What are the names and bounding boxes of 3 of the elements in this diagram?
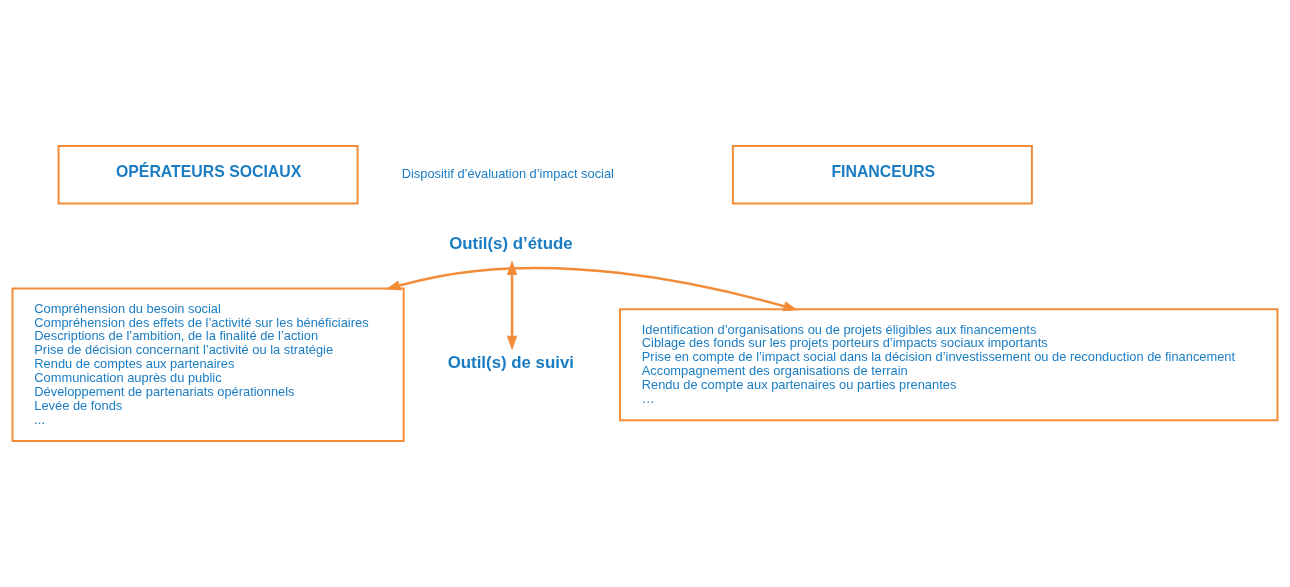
node-text: Outil(s) de suivi [447,352,574,372]
node-text: Outil(s) d’étude [449,234,573,254]
label: Dispositif d’évaluation d’impact social [401,166,614,182]
